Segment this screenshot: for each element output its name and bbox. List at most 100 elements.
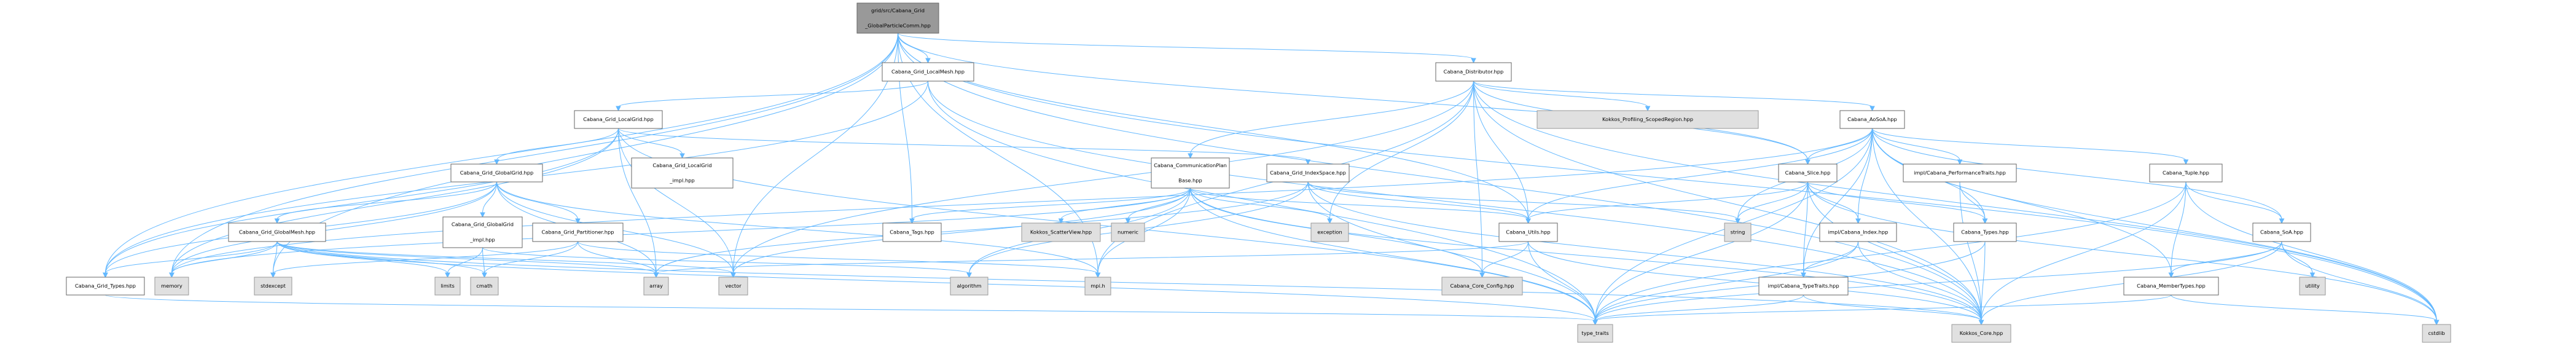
node-localgrid[interactable]: Cabana_Grid_LocalGrid.hpp <box>574 110 663 129</box>
node-distributor[interactable]: Cabana_Distributor.hpp <box>1435 62 1512 82</box>
node-box <box>1903 163 2017 183</box>
edge-aosoa-to-utils <box>1528 128 1873 220</box>
edge-indexspace-to-array <box>656 181 1309 274</box>
arrowhead-globalgrid-to-globalgrid_impl <box>480 212 485 218</box>
node-box <box>1819 222 1897 242</box>
edge-membertypes-to-cstdlib <box>2171 294 2437 321</box>
edge-globalgrid-to-partitioner <box>496 181 578 220</box>
node-index[interactable]: impl/Cabana_Index.hpp <box>1819 222 1897 242</box>
node-label: Cabana_Grid_GlobalGrid.hpp <box>460 170 534 176</box>
edge-typetraits_impl-to-type_traits <box>1595 294 1804 321</box>
arrowhead-partitioner-to-stdexcept <box>270 272 276 278</box>
edge-globalgrid-to-globalgrid_impl <box>482 181 497 214</box>
node-coreconfig: Cabana_Core_Config.hpp <box>1441 277 1523 296</box>
edge-slice-to-kokkos_core <box>1807 181 1982 321</box>
node-globalgrid[interactable]: Cabana_Grid_GlobalGrid.hpp <box>450 163 543 183</box>
node-tags[interactable]: Cabana_Tags.hpp <box>882 222 942 242</box>
edge-globalmesh-to-grid_types <box>105 241 278 274</box>
node-partitioner[interactable]: Cabana_Grid_Partitioner.hpp <box>532 222 624 242</box>
edge-aosoa-to-kokkos_core <box>1872 128 1982 321</box>
node-root[interactable]: grid/src/Cabana_Grid_GlobalParticleComm.… <box>856 2 939 34</box>
arrowhead-membertypes-to-cstdlib <box>2433 320 2440 326</box>
edge-index-to-typetraits_impl <box>1803 241 1858 274</box>
node-label: cmath <box>476 283 492 289</box>
node-grid_types[interactable]: Cabana_Grid_Types.hpp <box>66 277 145 296</box>
node-globalmesh[interactable]: Cabana_Grid_GlobalMesh.hpp <box>228 222 326 242</box>
edge-soa-to-cstdlib <box>2281 241 2437 321</box>
node-perftraits[interactable]: impl/Cabana_PerformanceTraits.hpp <box>1903 163 2017 183</box>
edge-aosoa-to-index <box>1858 128 1873 220</box>
node-tuple[interactable]: Cabana_Tuple.hpp <box>2149 163 2223 183</box>
edge-distributor-to-aosoa <box>1473 81 1873 108</box>
edge-partitioner-to-array <box>577 241 657 274</box>
arrowhead-globalgrid-to-partitioner <box>575 218 581 224</box>
node-indexspace[interactable]: Cabana_Grid_IndexSpace.hpp <box>1266 163 1350 183</box>
node-slice[interactable]: Cabana_Slice.hpp <box>1778 163 1838 183</box>
node-box <box>1951 324 2011 343</box>
node-soa[interactable]: Cabana_SoA.hpp <box>2252 222 2311 242</box>
node-layer: grid/src/Cabana_Grid_GlobalParticleComm.… <box>66 2 2451 343</box>
node-label: Cabana_Utils.hpp <box>1506 229 1550 235</box>
node-label: Cabana_Grid_GlobalGrid <box>452 221 514 227</box>
edge-partitioner-to-mpi <box>577 241 1098 274</box>
edge-utils-to-coreconfig <box>1482 241 1529 274</box>
edge-localgrid-to-memory <box>171 128 619 274</box>
node-types[interactable]: Cabana_Types.hpp <box>1953 222 2017 242</box>
arrowhead-membertypes-to-type_traits <box>1592 320 1598 326</box>
node-box <box>154 277 189 296</box>
edge-commplan-to-memory <box>171 187 1191 274</box>
edge-aosoa-to-slice <box>1807 128 1873 161</box>
node-typetraits_impl[interactable]: impl/Cabana_TypeTraits.hpp <box>1758 277 1849 296</box>
edge-globalgrid-to-memory <box>171 181 497 274</box>
edge-perftraits-to-types <box>1959 181 1986 220</box>
node-scopedregion: Kokkos_Profiling_ScopedRegion.hpp <box>1537 110 1759 129</box>
edge-globalmesh-to-limits <box>276 241 448 274</box>
node-numeric: numeric <box>1111 222 1145 242</box>
node-label: Base.hpp <box>1178 177 1202 183</box>
arrowhead-localmesh-to-localgrid <box>616 106 621 112</box>
edge-distributor-to-commplan <box>1190 81 1474 155</box>
node-utils[interactable]: Cabana_Utils.hpp <box>1498 222 1558 242</box>
node-label: grid/src/Cabana_Grid <box>871 7 925 14</box>
edge-localmesh-to-kokkos_core <box>928 81 1982 321</box>
edge-grid_types-to-type_traits <box>105 294 1595 321</box>
edge-localgrid-to-indexspace <box>618 128 1309 161</box>
arrowhead-utils-to-array <box>653 272 659 278</box>
edge-globalgrid_impl-to-cmath <box>482 247 485 274</box>
node-label: stdexcept <box>260 283 286 289</box>
node-label: Cabana_Core_Config.hpp <box>1450 283 1514 289</box>
node-memory: memory <box>154 277 189 296</box>
arrowhead-distributor-to-aosoa <box>1869 106 1875 112</box>
node-cstdlib: cstdlib <box>2422 324 2451 343</box>
edge-localgrid-to-grid_types <box>105 128 619 274</box>
node-localgrid_impl[interactable]: Cabana_Grid_LocalGrid_impl.hpp <box>631 157 734 189</box>
node-label: _impl.hpp <box>669 177 695 183</box>
node-globalgrid_impl[interactable]: Cabana_Grid_GlobalGrid_impl.hpp <box>442 216 523 248</box>
node-box <box>254 277 292 296</box>
edge-globalmesh-to-array <box>276 241 657 274</box>
node-box <box>442 216 523 248</box>
edge-partitioner-to-stdexcept <box>273 241 578 274</box>
edge-root-to-utils <box>898 33 1529 220</box>
node-kokkos_core: Kokkos_Core.hpp <box>1951 324 2011 343</box>
node-label: Cabana_Grid_IndexSpace.hpp <box>1270 170 1346 176</box>
node-localmesh[interactable]: Cabana_Grid_LocalMesh.hpp <box>882 62 974 82</box>
node-label: Cabana_AoSoA.hpp <box>1847 116 1897 122</box>
arrowhead-globalmesh-to-grid_types <box>103 272 108 278</box>
edge-aosoa-to-tuple <box>1872 128 2186 161</box>
node-membertypes[interactable]: Cabana_MemberTypes.hpp <box>2123 277 2219 296</box>
node-stdexcept: stdexcept <box>254 277 292 296</box>
node-label: Cabana_SoA.hpp <box>2260 229 2303 235</box>
arrowhead-perftraits-to-types <box>1982 218 1988 224</box>
edge-localmesh-to-type_traits <box>928 81 1595 321</box>
node-label: impl/Cabana_PerformanceTraits.hpp <box>1914 170 2006 176</box>
node-label: Kokkos_ScatterView.hpp <box>1030 229 1092 235</box>
node-scatterview: Kokkos_ScatterView.hpp <box>1021 222 1101 242</box>
node-label: array <box>649 283 663 289</box>
node-type_traits: type_traits <box>1577 324 1613 343</box>
edge-distributor-to-kokkos_core <box>1473 81 1982 321</box>
node-algorithm: algorithm <box>950 277 989 296</box>
edge-partitioner-to-cmath <box>484 241 578 274</box>
node-aosoa[interactable]: Cabana_AoSoA.hpp <box>1839 110 1905 129</box>
